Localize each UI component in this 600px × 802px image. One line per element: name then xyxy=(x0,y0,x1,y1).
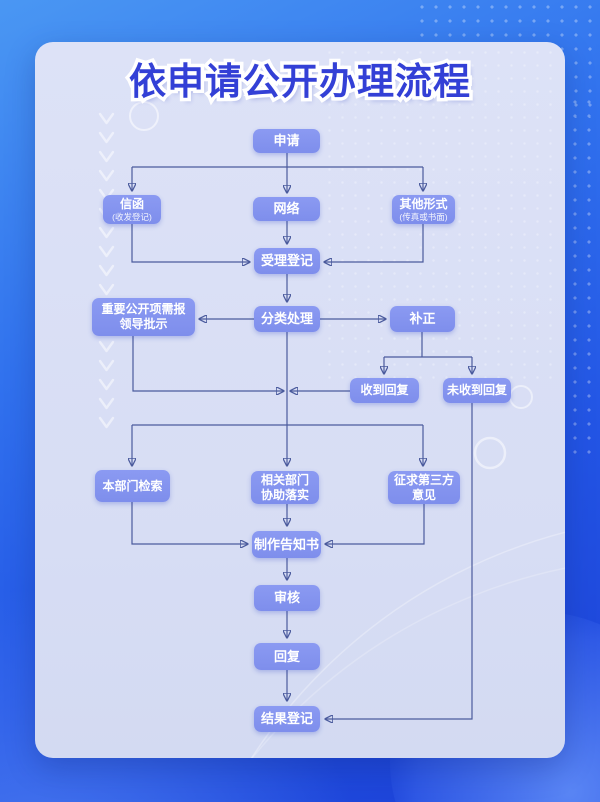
chevron-down-icon xyxy=(98,340,115,353)
page-title-outline: 依申请公开办理流程 xyxy=(126,57,474,105)
chevron-down-icon xyxy=(98,245,115,258)
background-dot-pattern-right xyxy=(568,95,600,460)
chevron-down-icon-column xyxy=(98,112,115,430)
node-label: 未收到回复 xyxy=(446,383,507,398)
flow-node-network: 网络 xyxy=(253,197,320,221)
node-label: 补正 xyxy=(409,311,436,327)
node-label: 收到回复 xyxy=(360,383,409,398)
flow-node-reply: 回复 xyxy=(254,643,320,670)
flow-node-classify: 分类处理 xyxy=(254,306,320,332)
node-label: 相关部门 协助落实 xyxy=(260,472,309,502)
page-title: 依申请公开办理流程 依申请公开办理流程 xyxy=(0,57,600,105)
chevron-down-icon xyxy=(98,264,115,277)
node-label: 分类处理 xyxy=(260,311,313,327)
flow-node-apply: 申请 xyxy=(253,129,320,153)
flow-node-supplement: 补正 xyxy=(390,306,455,332)
node-sublabel: (收发登记) xyxy=(112,211,152,222)
node-label: 征求第三方 意见 xyxy=(393,472,454,502)
chevron-down-icon xyxy=(98,359,115,372)
chevron-down-icon xyxy=(98,226,115,239)
node-label: 重要公开项需报 领导批示 xyxy=(101,302,186,331)
node-label: 其他形式 xyxy=(399,197,448,212)
flow-node-third-party: 征求第三方 意见 xyxy=(388,471,460,504)
chevron-down-icon xyxy=(98,416,115,429)
node-sublabel: (传真或书面) xyxy=(399,211,448,222)
chevron-down-icon xyxy=(98,397,115,410)
flow-node-result: 结果登记 xyxy=(254,706,320,732)
node-label: 制作告知书 xyxy=(253,536,319,552)
flow-node-review: 审核 xyxy=(254,585,320,611)
chevron-down-icon xyxy=(98,150,115,163)
flow-node-related-dept: 相关部门 协助落实 xyxy=(251,471,319,504)
node-label: 审核 xyxy=(273,590,300,606)
flow-node-reply-received: 收到回复 xyxy=(350,378,419,403)
flow-node-no-reply: 未收到回复 xyxy=(443,378,511,403)
flow-node-notice: 制作告知书 xyxy=(252,531,321,558)
node-label: 网络 xyxy=(273,201,300,217)
flow-node-dept-search: 本部门检索 xyxy=(95,470,170,502)
node-label: 申请 xyxy=(273,133,300,149)
node-label: 本部门检索 xyxy=(102,478,163,493)
flow-node-other-form: 其他形式 (传真或书面) xyxy=(392,195,455,224)
chevron-down-icon xyxy=(98,131,115,144)
node-label: 信函 xyxy=(119,197,144,212)
flow-node-register: 受理登记 xyxy=(254,248,320,274)
chevron-down-icon xyxy=(98,378,115,391)
chevron-down-icon xyxy=(98,169,115,182)
node-label: 受理登记 xyxy=(260,253,313,269)
chevron-down-icon xyxy=(98,112,115,125)
page-title-text: 依申请公开办理流程 xyxy=(129,61,471,102)
node-label: 结果登记 xyxy=(260,711,313,727)
node-label: 回复 xyxy=(273,648,300,664)
flow-node-letter: 信函 (收发登记) xyxy=(103,195,161,224)
chevron-down-icon xyxy=(98,283,115,296)
flow-node-important-approval: 重要公开项需报 领导批示 xyxy=(92,298,195,336)
